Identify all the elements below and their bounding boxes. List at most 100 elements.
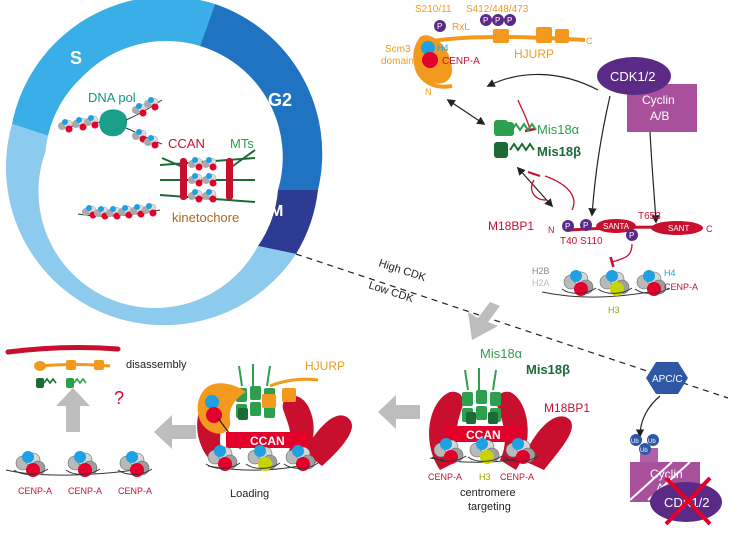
disassembly-cenpa-2: CENP-A xyxy=(68,486,102,496)
t653-inhibit xyxy=(609,243,633,268)
kinetochore-label: kinetochore xyxy=(172,210,239,225)
hjurp-sites-1: S210/11 xyxy=(415,4,452,15)
degraded-cyclin-cdk: Cyclin A/B CDK1/2 Ub Ub Ub xyxy=(629,434,722,526)
hjurp-p-1: P xyxy=(437,22,442,31)
dna-pol-label: DNA pol xyxy=(88,90,136,105)
loading-label: Loading xyxy=(230,488,269,500)
hjurp-p-3: P xyxy=(495,16,500,25)
low-cdk-label: Low CDK xyxy=(367,279,416,305)
phase-m-segment xyxy=(258,190,318,254)
cyclin-label-1: Cyclin xyxy=(642,93,675,107)
hjurp-mis18-arrow xyxy=(446,99,486,125)
transition-arrow-1 xyxy=(468,302,500,340)
santa-label: SANTA xyxy=(603,222,630,231)
t653-label: T653 xyxy=(638,211,661,222)
cenpa-label: CENP-A xyxy=(664,282,698,292)
cdk-cyclin-complex: Cyclin A/B CDK1/2 xyxy=(597,57,697,132)
scm3-label-1: Scm3 xyxy=(385,44,411,55)
ub-3: Ub xyxy=(648,439,656,445)
hjurp-motif: RxL xyxy=(452,22,470,33)
targeting-label-2: targeting xyxy=(468,501,511,513)
cdk-to-hjurp-arrow xyxy=(486,73,599,91)
dna-pol-shape xyxy=(99,109,128,137)
targeting-h3: H3 xyxy=(479,472,491,482)
m18bp1-p-3: P xyxy=(629,231,634,240)
disassembly-cenpa-3: CENP-A xyxy=(118,486,152,496)
targeting-ccan: CCAN xyxy=(466,428,501,442)
mts-label: MTs xyxy=(230,136,254,151)
phase-m-label: M xyxy=(270,203,283,220)
targeting-mis18b: Mis18β xyxy=(526,362,570,377)
ub-1: Ub xyxy=(631,439,639,445)
ub-2: Ub xyxy=(640,448,648,454)
targeting-ccan-box xyxy=(443,426,523,442)
m18bp1-c-term: C xyxy=(706,224,713,234)
hjurp-h4-label: H4 xyxy=(437,43,449,53)
phase-g2-segment xyxy=(200,4,323,190)
mis18a-label: Mis18α xyxy=(537,122,580,137)
disassembly-label: disassembly xyxy=(126,359,187,371)
loading-ccan-box xyxy=(226,432,308,448)
scm3-label-2: domain xyxy=(381,56,414,67)
mis18b-label: Mis18β xyxy=(537,144,581,159)
hjurp-p-2: P xyxy=(483,16,488,25)
m18bp1-schematic: M18BP1 SANTA SANT P P P T40 S110 T653 N … xyxy=(488,211,713,268)
hjurp-sites-2: S412/448/473 xyxy=(466,4,529,15)
inhibit-bar-1 xyxy=(527,170,541,178)
ring-center xyxy=(45,46,277,278)
apc-arrow xyxy=(635,395,661,438)
stage-loading: HJURP CCAN Loading xyxy=(197,359,352,500)
m18bp1-inhibit-1 xyxy=(544,175,575,211)
hjurp-n-term: N xyxy=(425,87,432,97)
hjurp-schematic: S210/11 S412/448/473 RxL P P P P H4 CENP… xyxy=(381,4,593,97)
targeting-cenpa-2: CENP-A xyxy=(500,472,534,482)
phase-g2-label: G2 xyxy=(268,90,292,110)
cdk-to-m18bp1-arrow xyxy=(588,95,611,217)
kinetochore-icon xyxy=(159,149,256,203)
m18bp1-inhibit-2 xyxy=(531,179,547,201)
sant-label: SANT xyxy=(668,224,689,233)
ccan-label: CCAN xyxy=(168,136,205,151)
s110-label: S110 xyxy=(580,236,603,247)
phase-g1-segment xyxy=(5,124,296,326)
t40-label: T40 xyxy=(560,236,578,247)
transition-arrow-2 xyxy=(378,395,420,429)
cdk-label: CDK1/2 xyxy=(610,69,656,84)
hjurp-c-term: C xyxy=(586,36,593,46)
stage-centromere-targeting: Mis18α Mis18β M18BP1 CCAN CENP-A H3 CENP… xyxy=(428,346,590,513)
hjurp-p-4: P xyxy=(507,16,512,25)
targeting-cenpa-1: CENP-A xyxy=(428,472,462,482)
targeting-label-1: centromere xyxy=(460,487,516,499)
h3-label: H3 xyxy=(608,305,620,315)
disassembly-cenpa-1: CENP-A xyxy=(18,486,52,496)
transition-arrow-4 xyxy=(56,388,90,432)
m18bp1-name: M18BP1 xyxy=(488,219,534,233)
h4-label: H4 xyxy=(664,268,676,278)
high-cdk-label: High CDK xyxy=(377,257,428,284)
cdk-to-t653-arrow xyxy=(649,131,660,224)
question-mark: ? xyxy=(114,388,124,408)
hjurp-cenpa-label: CENP-A xyxy=(442,56,480,67)
mis18-complex: Mis18α Mis18β xyxy=(494,120,581,159)
targeting-m18bp1: M18BP1 xyxy=(544,401,590,415)
hjurp-name: HJURP xyxy=(514,47,554,61)
phase-g1-label: G1 xyxy=(108,260,132,280)
targeting-mis18a: Mis18α xyxy=(480,346,523,361)
loading-hjurp: HJURP xyxy=(305,359,345,373)
apc-c-complex: APC/C xyxy=(646,362,688,394)
cell-cycle-ring: S G2 M G1 DNA pol CCAN MTs xyxy=(5,0,323,326)
m18bp1-p-2: P xyxy=(583,221,588,230)
cdk-ellipse xyxy=(597,57,671,95)
h2a-label: H2A xyxy=(532,278,550,288)
cross-out-icon xyxy=(664,476,712,526)
phase-s-label: S xyxy=(70,48,82,68)
g1-chromatin-icon xyxy=(77,202,161,220)
nucleosome-legend: H2B H2A H3 H4 CENP-A xyxy=(532,266,698,315)
cyclin-label-2: A/B xyxy=(650,109,669,123)
degraded-cyclin-1: Cyclin xyxy=(650,467,683,481)
apc-label: APC/C xyxy=(652,374,683,385)
mis18-m18bp1-arrow xyxy=(516,166,554,208)
loading-ccan: CCAN xyxy=(250,434,285,448)
